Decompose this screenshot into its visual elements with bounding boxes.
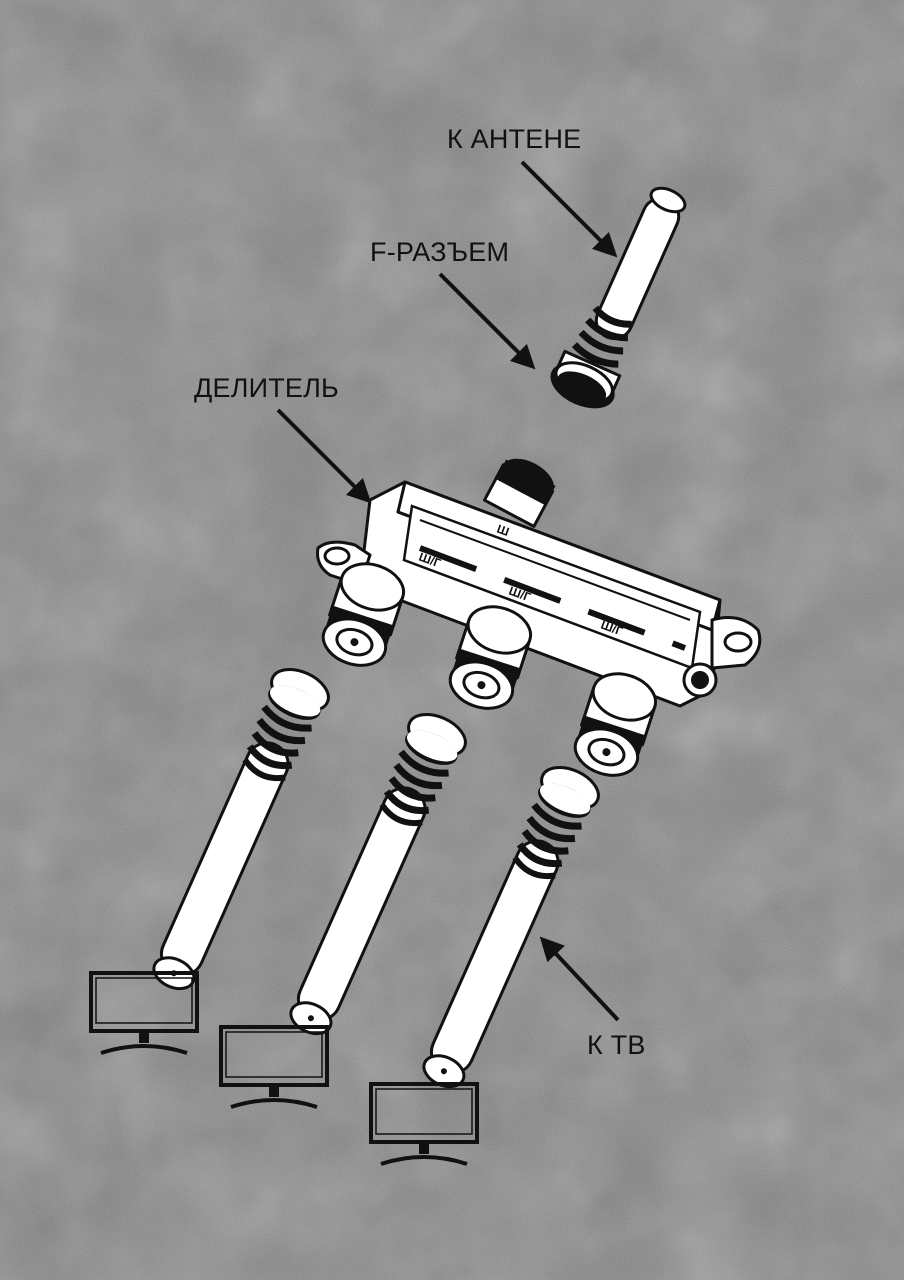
arrow-icon xyxy=(276,408,372,504)
port-marking: Ш xyxy=(495,522,511,539)
tv-monitor-icon xyxy=(369,1082,479,1166)
label-splitter: ДЕЛИТЕЛЬ xyxy=(194,373,339,403)
arrow-icon xyxy=(539,936,620,1022)
arrow-icon xyxy=(438,272,536,370)
coaxial-cable-icon xyxy=(417,759,605,1095)
splitter-icon xyxy=(316,458,762,708)
arrow-icon xyxy=(520,160,618,258)
coaxial-cable-icon xyxy=(284,706,472,1042)
f-connector-icon xyxy=(550,305,632,409)
coaxial-cable-icon xyxy=(147,661,335,997)
tv-monitor-icon xyxy=(219,1025,329,1109)
label-f-connector: F-РАЗЪЕМ xyxy=(370,237,510,267)
label-to-antenna: К АНТЕНЕ xyxy=(447,124,582,154)
label-to-tv: К ТВ xyxy=(587,1030,646,1060)
